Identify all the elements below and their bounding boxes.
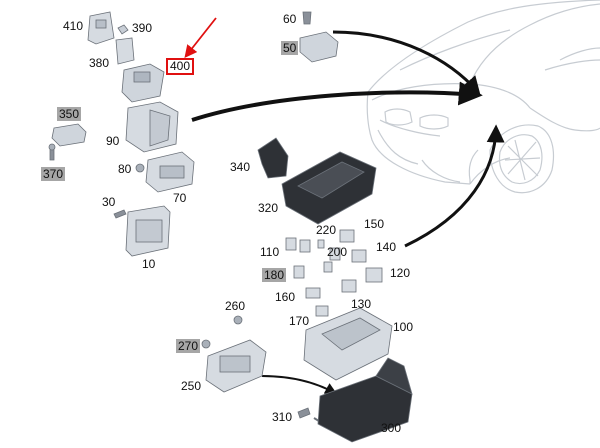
- relay-cluster: [285, 229, 383, 317]
- callout-30: 30: [102, 195, 116, 209]
- callout-250: 250: [181, 379, 202, 393]
- callout-400: 400: [166, 58, 195, 75]
- callout-120: 120: [390, 266, 411, 280]
- part-340: [257, 137, 289, 179]
- callout-410: 410: [63, 19, 84, 33]
- callout-80: 80: [118, 162, 132, 176]
- callout-10: 10: [142, 257, 156, 271]
- callout-50: 50: [281, 41, 299, 55]
- callout-370: 370: [41, 167, 66, 181]
- callout-350: 350: [57, 107, 82, 121]
- part-60: [302, 11, 312, 25]
- callout-140: 140: [376, 240, 397, 254]
- part-30: [113, 209, 127, 219]
- callout-160: 160: [275, 290, 296, 304]
- part-260: [233, 315, 243, 325]
- callout-110: 110: [260, 245, 280, 259]
- callout-300: 300: [381, 421, 402, 435]
- callout-60: 60: [283, 12, 297, 26]
- callout-320: 320: [258, 201, 279, 215]
- part-350: [51, 123, 87, 147]
- part-80: [135, 163, 145, 173]
- callout-70: 70: [173, 191, 187, 205]
- part-390: [117, 24, 129, 35]
- callout-130: 130: [351, 297, 372, 311]
- part-380: [115, 37, 135, 65]
- callout-340: 340: [230, 160, 251, 174]
- callout-220: 220: [316, 223, 337, 237]
- callout-180: 180: [262, 268, 287, 282]
- callout-170: 170: [289, 314, 310, 328]
- part-270: [201, 339, 211, 349]
- vehicle-outline: [366, 0, 600, 194]
- callout-90: 90: [106, 134, 120, 148]
- callout-270: 270: [176, 339, 201, 353]
- callout-260: 260: [225, 299, 246, 313]
- connector-arrows: [191, 30, 505, 395]
- callout-150: 150: [364, 217, 385, 231]
- parts: [48, 11, 413, 443]
- callout-100: 100: [393, 320, 414, 334]
- part-400: [121, 63, 165, 103]
- callout-310: 310: [272, 410, 293, 424]
- part-310: [297, 407, 311, 419]
- callout-200: 200: [327, 245, 348, 259]
- callout-390: 390: [132, 21, 153, 35]
- part-50: [299, 31, 339, 63]
- highlight-pointer: [184, 17, 217, 58]
- callout-380: 380: [89, 56, 110, 70]
